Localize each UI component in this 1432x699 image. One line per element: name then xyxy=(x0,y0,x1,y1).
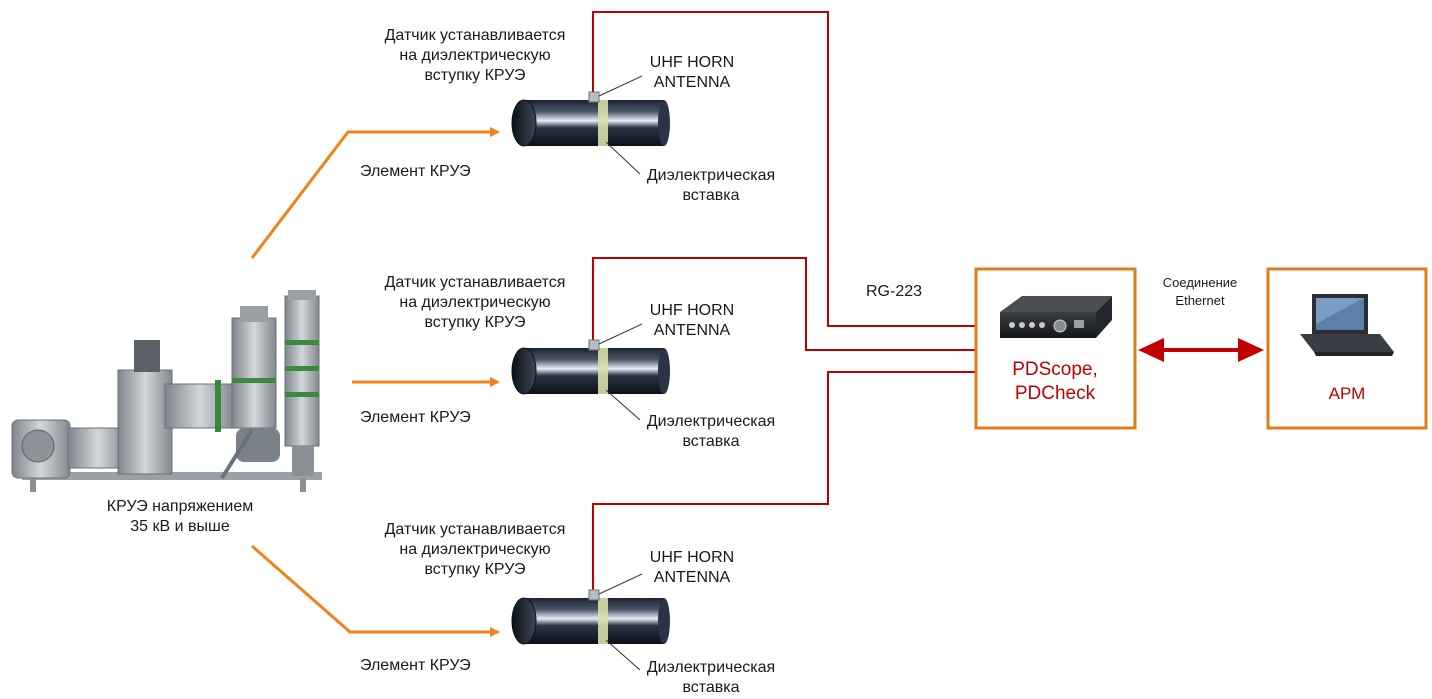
gis-switchgear-image xyxy=(11,290,322,492)
connection-label-line2: Ethernet xyxy=(1175,293,1225,308)
sensor-note-line3: вступку КРУЭ xyxy=(424,561,526,578)
element-label-1: Элемент КРУЭ xyxy=(360,163,471,180)
gis-caption-line2: 35 кВ и выше xyxy=(130,518,230,535)
insert-label-line1: Диэлектрическая xyxy=(646,167,776,184)
connection-label-line1: Соединение xyxy=(1162,275,1238,290)
gis-pipe-element-3 xyxy=(511,573,670,671)
sensor-note-3: Датчик устанавливается на диэлектрическу… xyxy=(370,520,580,580)
sensor-note-1: Датчик устанавливается на диэлектрическу… xyxy=(370,26,580,86)
connection-label: Соединение Ethernet xyxy=(1140,274,1260,310)
antenna-label-1: UHF HORN ANTENNA xyxy=(636,53,748,93)
device-label-line2: PDCheck xyxy=(1014,383,1096,404)
antenna-label-line1: UHF HORN xyxy=(649,302,735,319)
ethernet-double-arrow xyxy=(1138,338,1264,362)
sensor-note-line2: на диэлектрическую xyxy=(399,47,551,64)
insert-label-3: Диэлектрическая вставка xyxy=(636,658,786,698)
insert-label-2: Диэлектрическая вставка xyxy=(636,412,786,452)
laptop-icon xyxy=(1300,294,1394,356)
cable-1 xyxy=(592,11,975,327)
pdscope-device-image xyxy=(1000,296,1112,338)
device-label: PDScope, PDCheck xyxy=(980,358,1130,406)
sensor-note-line1: Датчик устанавливается xyxy=(384,521,566,538)
cable-label: RG-223 xyxy=(866,283,923,300)
antenna-label-2: UHF HORN ANTENNA xyxy=(636,301,748,341)
sensor-note-line3: вступку КРУЭ xyxy=(424,67,526,84)
sensor-note-line2: на диэлектрическую xyxy=(399,294,551,311)
workstation-label: АРМ xyxy=(1328,384,1366,403)
cable-3 xyxy=(592,371,975,596)
antenna-label-line1: UHF HORN xyxy=(649,549,735,566)
sensor-note-line2: на диэлектрическую xyxy=(399,541,551,558)
sensor-note-line3: вступку КРУЭ xyxy=(424,314,526,331)
antenna-label-line2: ANTENNA xyxy=(653,569,731,586)
sensor-note-line1: Датчик устанавливается xyxy=(384,27,566,44)
arrow-to-element-1 xyxy=(250,127,500,259)
insert-label-line1: Диэлектрическая xyxy=(646,413,776,430)
cable-2 xyxy=(592,257,975,351)
insert-label-1: Диэлектрическая вставка xyxy=(636,166,786,206)
gis-pipe-element-1 xyxy=(511,75,670,175)
element-label-2: Элемент КРУЭ xyxy=(360,409,471,426)
insert-label-line2: вставка xyxy=(682,679,740,696)
device-label-line1: PDScope, xyxy=(1012,359,1098,380)
sensor-note-2: Датчик устанавливается на диэлектрическу… xyxy=(370,273,580,333)
insert-label-line2: вставка xyxy=(682,433,740,450)
insert-label-line1: Диэлектрическая xyxy=(646,659,776,676)
gis-caption-line1: КРУЭ напряжением xyxy=(106,498,254,515)
device-box xyxy=(974,267,1137,430)
gis-caption: КРУЭ напряжением 35 кВ и выше xyxy=(60,497,300,537)
insert-label-line2: вставка xyxy=(682,187,740,204)
antenna-label-3: UHF HORN ANTENNA xyxy=(636,548,748,588)
element-label-3: Элемент КРУЭ xyxy=(360,657,471,674)
arrow-to-element-3 xyxy=(251,544,500,637)
antenna-label-line2: ANTENNA xyxy=(653,74,731,91)
sensor-note-line1: Датчик устанавливается xyxy=(384,274,566,291)
gis-pipe-element-2 xyxy=(511,323,670,421)
antenna-label-line2: ANTENNA xyxy=(653,322,731,339)
antenna-label-line1: UHF HORN xyxy=(649,54,735,71)
